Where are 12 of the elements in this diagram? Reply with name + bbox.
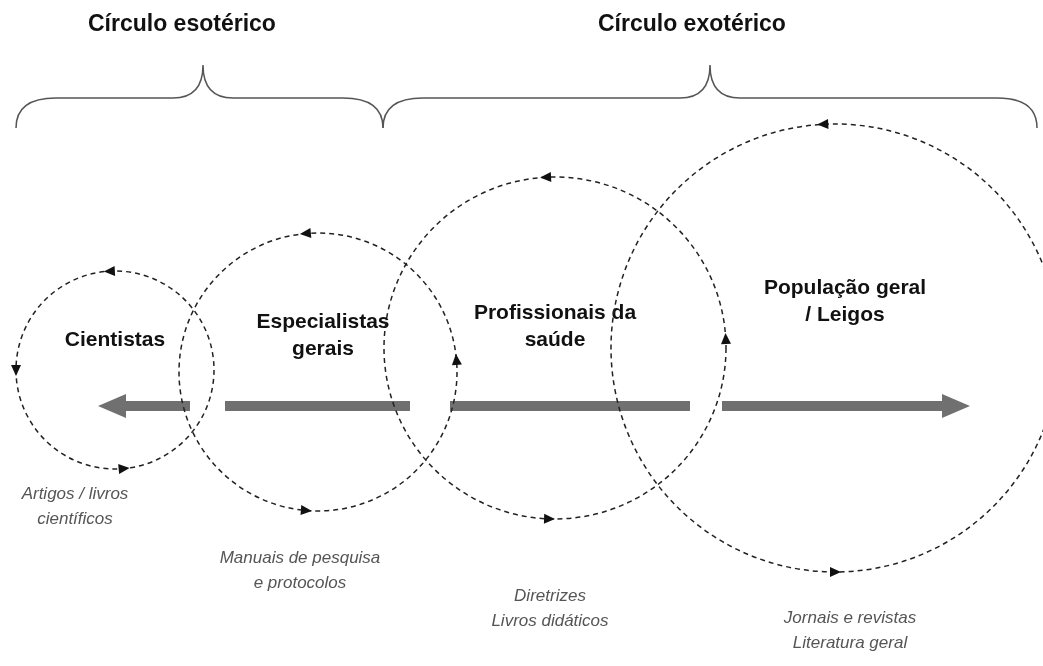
- node-label: Profissionais da saúde: [472, 299, 638, 353]
- caption-text: Manuais de pesquisa e protocolos: [218, 547, 382, 594]
- node-label: População geral / Leigos: [762, 274, 928, 328]
- group-heading: Círculo esotérico: [88, 10, 276, 37]
- group-heading: Círculo exotérico: [598, 10, 786, 37]
- caption-text: Artigos / livros científicos: [20, 483, 130, 530]
- caption-text: Jornais e revistas: [782, 607, 918, 629]
- node-label: Especialistas gerais: [255, 308, 391, 362]
- caption-text: Livros didáticos: [490, 609, 610, 632]
- caption-text: Literatura geral: [791, 631, 909, 654]
- caption-text: Diretrizes: [513, 585, 587, 607]
- node-label: Cientistas: [63, 326, 167, 352]
